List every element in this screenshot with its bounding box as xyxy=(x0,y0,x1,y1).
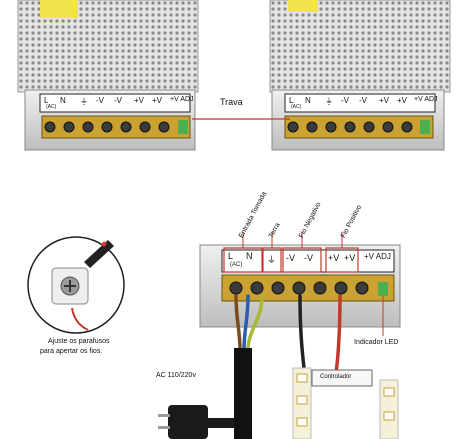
terminal-screw xyxy=(158,121,170,133)
terminal-screw xyxy=(363,121,375,133)
wire-negative xyxy=(298,294,306,370)
terminal-screw xyxy=(313,281,327,295)
terminal-strip xyxy=(41,115,191,139)
terminal-screw xyxy=(120,121,132,133)
w-label-negv2: -V xyxy=(304,253,313,263)
controller-box xyxy=(311,369,373,387)
terminal-screw xyxy=(250,281,264,295)
tr-label-negv2: -V xyxy=(359,96,367,105)
terminal-screw xyxy=(82,121,94,133)
tr-label-posv1: +V xyxy=(379,96,390,105)
tr-label-posv2: +V xyxy=(397,96,408,105)
tl-label-ac: (AC) xyxy=(46,104,57,110)
wires xyxy=(234,294,342,374)
terminal-screw xyxy=(44,121,56,133)
terminal-screw xyxy=(229,281,243,295)
adj-potentiometer xyxy=(420,120,430,134)
tl-label-earth: ⏚ xyxy=(80,97,88,106)
terminal-screw xyxy=(382,121,394,133)
trava-label: Trava xyxy=(220,97,243,107)
tr-label-L: L xyxy=(289,96,294,105)
top-right-psu xyxy=(269,0,451,151)
tr-label-negv1: -V xyxy=(341,96,349,105)
tr-label-adj: +V ADJ xyxy=(414,96,438,103)
callout-leaders xyxy=(242,232,384,336)
terminal-screw xyxy=(325,121,337,133)
terminal-screw xyxy=(334,281,348,295)
inset-caption-line2: para apertar os fios. xyxy=(40,348,103,355)
controller-label: Controlador xyxy=(320,374,352,380)
tl-label-N: N xyxy=(60,96,66,105)
tl-label-L: L xyxy=(44,96,49,105)
terminal-screw xyxy=(271,281,285,295)
ac-plug-icon xyxy=(158,405,234,439)
w-label-adj: +V ADJ xyxy=(364,252,391,261)
terminal-label-plate xyxy=(284,93,436,113)
terminal-screw xyxy=(287,121,299,133)
terminal-screw xyxy=(292,281,306,295)
top-left-psu xyxy=(17,0,199,151)
ac-input-label: AC 110/220v xyxy=(156,372,196,379)
w-label-earth: ⏚ xyxy=(267,255,277,265)
tr-label-N: N xyxy=(305,96,311,105)
fan-sticker xyxy=(288,0,318,12)
wire-brown xyxy=(234,294,242,352)
tl-label-negv2: -V xyxy=(114,96,122,105)
fan-sticker xyxy=(40,0,78,18)
terminal-screw xyxy=(401,121,413,133)
indicator-led xyxy=(378,282,388,296)
w-label-N: N xyxy=(246,251,253,261)
w-label-posv1: +V xyxy=(328,253,340,263)
screw-adjust-inset xyxy=(27,236,125,334)
terminal-screw xyxy=(355,281,369,295)
terminal-screw xyxy=(344,121,356,133)
wire-positive xyxy=(334,294,342,374)
terminal-label-plate xyxy=(39,93,191,113)
tl-label-adj: +V ADJ xyxy=(170,96,194,103)
tr-label-ac: (AC) xyxy=(291,104,302,110)
ac-cable xyxy=(234,348,252,439)
w-label-posv2: +V xyxy=(344,253,356,263)
adj-potentiometer xyxy=(178,120,188,134)
wire-blue xyxy=(242,294,250,352)
w-label-ac: (AC) xyxy=(230,262,243,268)
tr-label-earth: ⏚ xyxy=(325,97,333,106)
tl-label-posv1: +V xyxy=(134,96,145,105)
wire-green-yellow xyxy=(246,294,264,352)
terminal-screw xyxy=(139,121,151,133)
screwdriver-icon xyxy=(84,240,114,268)
tl-label-posv2: +V xyxy=(152,96,163,105)
indicator-led-label: Indicador LED xyxy=(354,339,399,346)
psu-mesh-cover xyxy=(269,0,451,93)
inset-caption-line1: Ajuste os parafusos xyxy=(48,338,110,345)
terminal-screw xyxy=(63,121,75,133)
tl-label-negv1: -V xyxy=(96,96,104,105)
terminal-screw xyxy=(101,121,113,133)
w-label-L: L xyxy=(228,251,234,261)
w-label-negv1: -V xyxy=(286,253,295,263)
led-strips xyxy=(292,367,399,439)
terminal-screw xyxy=(306,121,318,133)
terminal-strip xyxy=(284,115,434,139)
